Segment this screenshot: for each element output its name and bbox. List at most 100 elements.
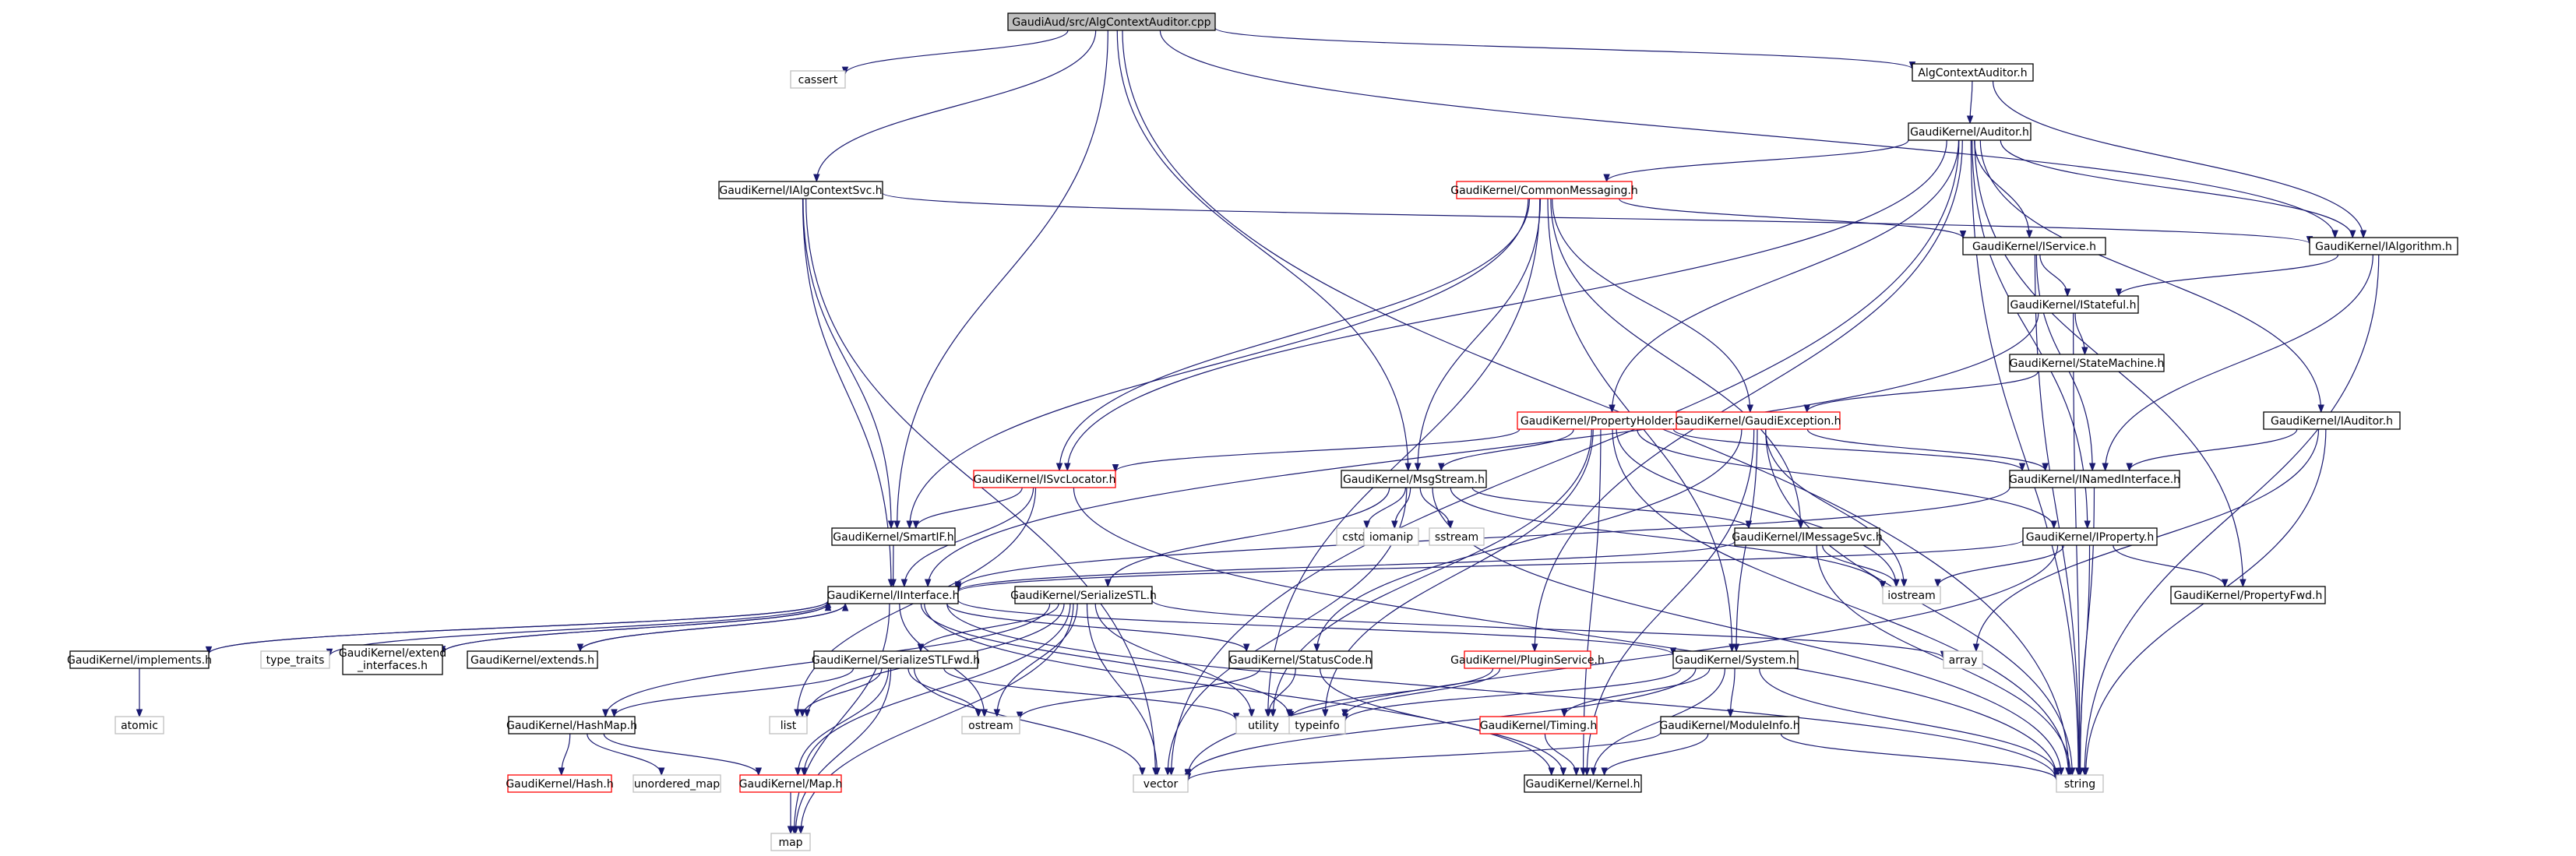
node-label-list: list — [781, 720, 797, 732]
node-istateful[interactable]: GaudiKernel/IStateful.h — [2007, 295, 2139, 314]
node-box-iinterface — [827, 586, 959, 604]
arrowhead-propholder-to-iproperty — [2050, 520, 2057, 530]
node-box-algctxaud — [1912, 63, 2034, 82]
edge-auditor-to-vector — [1171, 139, 1960, 776]
node-implements[interactable]: GaudiKernel/implements.h — [67, 650, 212, 669]
arrowhead-iinterface-to-statuscode — [1242, 643, 1250, 653]
arrowhead-isvcloc-to-list — [794, 709, 801, 718]
arrowhead-serstl-to-ostream — [993, 709, 1001, 718]
node-iproperty[interactable]: GaudiKernel/IProperty.h — [2022, 527, 2158, 546]
node-timing[interactable]: GaudiKernel/Timing.h — [1479, 716, 1598, 734]
arrowhead-serstlfwd-to-hashmap — [611, 709, 618, 718]
node-box-statuscode — [1228, 650, 1373, 669]
arrowhead-auditor-to-isvcloc — [1064, 463, 1071, 472]
node-box-root — [1007, 12, 1216, 31]
arrowhead-map_h-to-map — [787, 826, 795, 835]
edge-serstlfwd-to-map_h — [797, 668, 890, 776]
node-iservice[interactable]: GaudiKernel/IService.h — [1962, 237, 2106, 255]
node-ialgorithm[interactable]: GaudiKernel/IAlgorithm.h — [2309, 237, 2458, 255]
node-statuscode[interactable]: GaudiKernel/StatusCode.h — [1228, 650, 1373, 669]
arrowhead-gaudiexc-to-statuscode — [1313, 643, 1320, 653]
node-imsgsvc[interactable]: GaudiKernel/IMessageSvc.h — [1732, 527, 1883, 546]
arrowhead-msgstream-to-string — [2057, 767, 2065, 777]
edge-iinterface-to-string — [946, 603, 2057, 780]
node-ialgctx[interactable]: GaudiKernel/IAlgContextSvc.h — [718, 181, 883, 199]
arrowhead-serstlfwd-to-map — [792, 826, 799, 835]
node-moduleinfo[interactable]: GaudiKernel/ModuleInfo.h — [1659, 716, 1800, 734]
arrowhead-iauditor-to-inamed — [2126, 463, 2133, 472]
node-propholder[interactable]: GaudiKernel/PropertyHolder.h — [1517, 411, 1686, 430]
node-commonmsg[interactable]: GaudiKernel/CommonMessaging.h — [1450, 181, 1638, 199]
node-label-utility: utility — [1248, 720, 1279, 732]
arrowhead-serstlfwd-to-list — [798, 709, 806, 718]
edge-iproperty-to-iinterface — [957, 539, 2024, 593]
edge-serstl-to-utility — [1094, 603, 1253, 717]
edge-moduleinfo-to-kernel — [1604, 733, 1709, 776]
node-msgstream[interactable]: GaudiKernel/MsgStream.h — [1341, 470, 1487, 488]
node-propfwd[interactable]: GaudiKernel/PropertyFwd.h — [2170, 586, 2326, 604]
edge-hashmap-to-unorderedmap — [587, 733, 662, 776]
node-statemachine[interactable]: GaudiKernel/StateMachine.h — [2009, 354, 2165, 372]
edge-iauditor-to-inamed — [2129, 428, 2298, 471]
edge-system-to-timing — [1563, 668, 1711, 717]
node-hashmap[interactable]: GaudiKernel/HashMap.h — [506, 716, 637, 734]
node-hash[interactable]: GaudiKernel/Hash.h — [506, 774, 614, 793]
node-extendif1[interactable]: GaudiKernel/extend_interfaces.h — [339, 644, 446, 675]
arrowhead-auditor-to-pluginsvc — [1531, 643, 1538, 653]
node-map_h[interactable]: GaudiKernel/Map.h — [739, 774, 843, 793]
edge-moduleinfo-to-vector — [1187, 731, 1662, 781]
edge-gaudiexc-to-inamed — [1806, 428, 2046, 471]
arrowhead-auditor-to-iauditor — [2317, 404, 2324, 414]
edge-ialgctx-to-ialgorithm — [882, 192, 2310, 245]
node-label-vector: vector — [1144, 778, 1179, 791]
node-algctxaud[interactable]: AlgContextAuditor.h — [1912, 63, 2034, 82]
node-smartif[interactable]: GaudiKernel/SmartIF.h — [831, 527, 956, 546]
edge-auditor-to-iservice — [1974, 139, 2030, 238]
arrowhead-msgstream-to-vector — [1164, 767, 1172, 777]
node-label-cassert: cassert — [798, 74, 838, 86]
node-box-iservice — [1962, 237, 2106, 255]
arrowhead-serstl-to-map_h — [800, 767, 808, 777]
node-vector: vector — [1133, 774, 1189, 793]
edge-serstlfwd-to-utility — [943, 668, 1237, 720]
node-serstl[interactable]: GaudiKernel/SerializeSTL.h — [1010, 586, 1157, 604]
node-label-ialgorithm: GaudiKernel/IAlgorithm.h — [2315, 241, 2452, 253]
node-box-propfwd — [2170, 586, 2326, 604]
arrowhead-auditor-to-commonmsg — [1603, 174, 1610, 183]
node-gaudiexc[interactable]: GaudiKernel/GaudiException.h — [1675, 411, 1841, 430]
node-pluginsvc[interactable]: GaudiKernel/PluginService.h — [1450, 650, 1605, 669]
node-serstlfwd[interactable]: GaudiKernel/SerializeSTLFwd.h — [812, 650, 980, 669]
arrowhead-iinterface-to-extends — [576, 643, 584, 653]
node-inamed[interactable]: GaudiKernel/INamedInterface.h — [2009, 470, 2180, 488]
node-kernel[interactable]: GaudiKernel/Kernel.h — [1524, 774, 1642, 793]
arrowhead-iinterface-to-kernel — [1548, 767, 1555, 777]
node-label-implements: GaudiKernel/implements.h — [67, 654, 212, 667]
edge-msgstream-to-cstdio — [1366, 487, 1407, 529]
node-auditor[interactable]: GaudiKernel/Auditor.h — [1908, 122, 2032, 141]
node-box-serstl — [1014, 586, 1153, 604]
node-label-kernel: GaudiKernel/Kernel.h — [1525, 778, 1640, 791]
node-atomic: atomic — [115, 716, 164, 734]
node-box-vector — [1133, 774, 1189, 793]
node-label-istateful: GaudiKernel/IStateful.h — [2010, 299, 2137, 312]
arrowhead-serstlfwd-to-vector — [1139, 767, 1146, 777]
node-iinterface[interactable]: GaudiKernel/IInterface.h — [827, 586, 960, 604]
edge-iinterface-to-typeinfo — [920, 603, 1290, 717]
node-box-inamed — [2009, 470, 2180, 488]
arrowhead-statuscode-to-utility — [1264, 709, 1272, 718]
node-box-hash — [507, 774, 612, 793]
arrowhead-serstl-to-list — [803, 709, 811, 718]
node-isvcloc[interactable]: GaudiKernel/ISvcLocator.h — [973, 470, 1116, 488]
node-extends[interactable]: GaudiKernel/extends.h — [467, 650, 598, 669]
edge-isvcloc-to-iinterface — [904, 487, 1034, 587]
arrowhead-gaudiexc-to-kernel — [1584, 767, 1591, 777]
node-root[interactable]: GaudiAud/src/AlgContextAuditor.cpp — [1007, 12, 1216, 31]
node-label-iproperty: GaudiKernel/IProperty.h — [2026, 531, 2154, 544]
node-iauditor[interactable]: GaudiKernel/IAuditor.h — [2263, 411, 2401, 430]
node-label-serstl: GaudiKernel/SerializeSTL.h — [1010, 590, 1157, 602]
node-layer: GaudiAud/src/AlgContextAuditor.cpp casser… — [67, 12, 2458, 851]
node-box-ialgctx — [718, 181, 883, 199]
arrowhead-iproperty-to-iostream — [1934, 579, 1941, 588]
node-system[interactable]: GaudiKernel/System.h — [1672, 650, 1799, 669]
